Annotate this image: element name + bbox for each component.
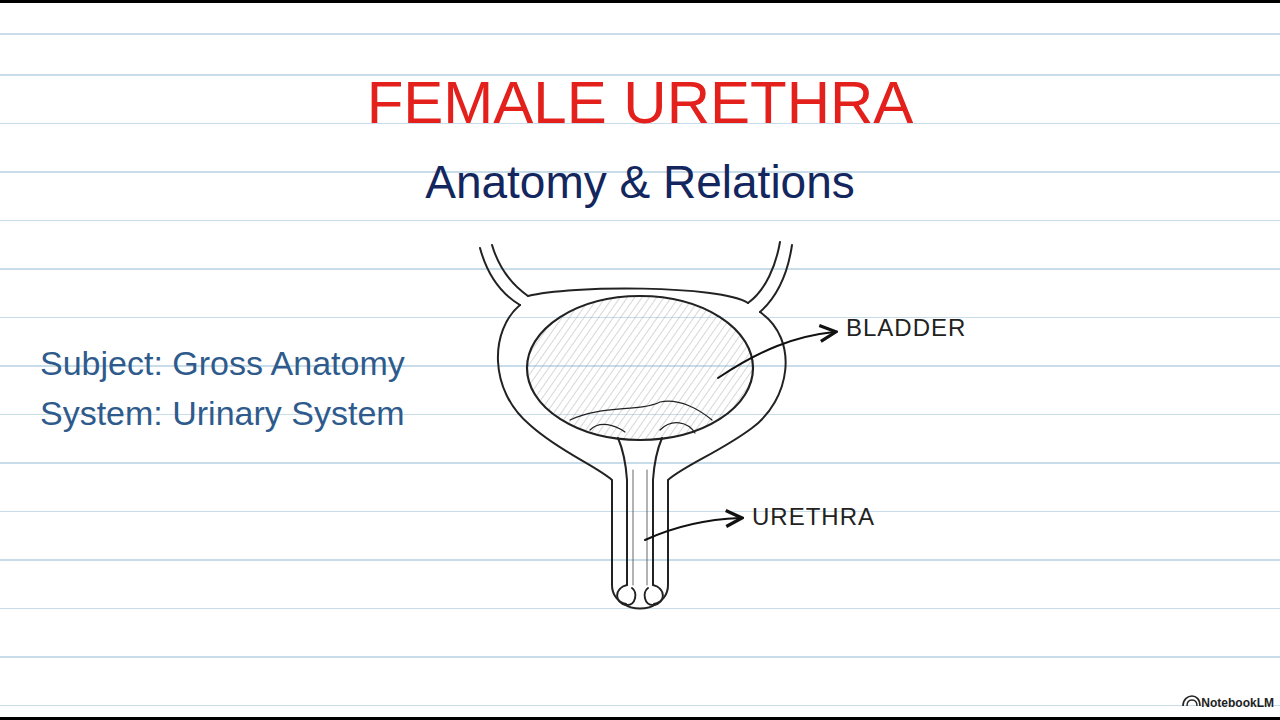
notebooklm-logo: [1183, 696, 1200, 706]
part-label: BLADDER: [846, 314, 966, 342]
watermark: NotebookLM: [1201, 697, 1274, 711]
part-label: URETHRA: [752, 503, 875, 531]
bladder-drawing: [480, 242, 834, 609]
subject-note: Subject: Gross Anatomy: [40, 344, 405, 383]
subtitle: Anatomy & Relations: [425, 156, 855, 209]
main-title: FEMALE URETHRA: [367, 68, 914, 137]
system-note: System: Urinary System: [40, 394, 405, 433]
